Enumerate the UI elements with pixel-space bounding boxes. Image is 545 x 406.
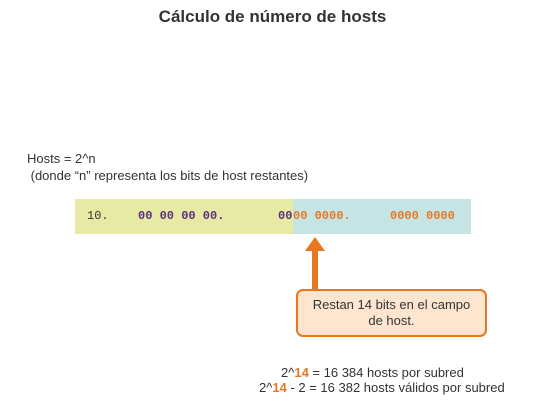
result-text: - 2 = 16 382 hosts válidos por subred [286,380,505,395]
first-octet: 10. [87,209,109,223]
result-base: 2^ [281,365,295,380]
result-exponent: 14 [294,365,309,380]
formula-line: Hosts = 2^n [27,151,96,166]
callout-text: Restan 14 bits en el campo de host. [312,297,471,328]
host-portion [293,199,471,234]
result-base: 2^ [259,380,273,395]
result-text: = 16 384 hosts por subred [308,365,464,380]
network-portion [75,199,293,234]
up-arrow-icon [305,237,325,289]
result-exponent: 14 [272,380,287,395]
formula-explanation: (donde “n” representa los bits de host r… [27,168,309,183]
result-hosts-per-subnet: 2^14 = 16 384 hosts por subred [281,365,464,380]
network-bits: 00 00 00 00. [138,209,225,223]
page-title: Cálculo de número de hosts [158,7,387,26]
host-bits-octet4: 0000 0000 [390,209,455,223]
hosts-formula: Hosts = 2^n (donde “n” representa los bi… [27,150,308,184]
result-valid-hosts: 2^14 - 2 = 16 382 hosts válidos por subr… [259,380,505,395]
callout-box: Restan 14 bits en el campo de host. [296,289,487,337]
address-bit-bar: 10. 00 00 00 00. 00 00 0000. 0000 0000 [75,199,471,234]
host-bits-octet3: 00 0000. [293,209,351,223]
boundary-bits: 00 [278,209,293,223]
